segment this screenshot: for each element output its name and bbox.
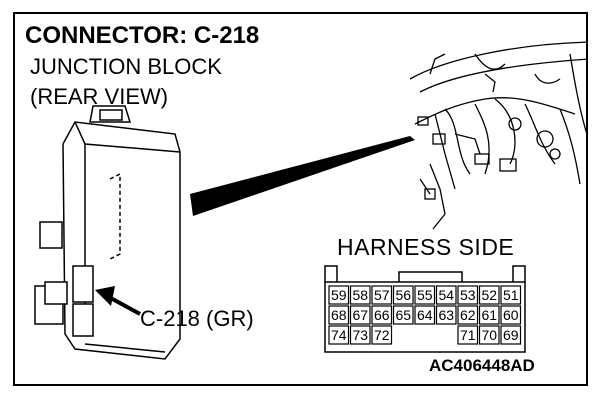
pin-number: 71 <box>460 327 476 343</box>
junction-block-label: JUNCTION BLOCK <box>30 54 222 79</box>
harness-side-label: HARNESS SIDE <box>337 234 515 260</box>
pin-cell <box>328 325 350 345</box>
pin-number: 69 <box>503 327 519 343</box>
pin-cell <box>371 305 393 325</box>
pin-cell <box>435 305 457 325</box>
pin-number: 51 <box>503 287 519 303</box>
pin-cell <box>457 305 479 325</box>
pin-number: 68 <box>331 307 347 323</box>
pin-number: 54 <box>438 287 454 303</box>
pin-cell <box>414 285 436 305</box>
junction-block-illustration <box>34 105 181 360</box>
pin-cell <box>371 285 393 305</box>
pin-cell <box>328 285 350 305</box>
pin-number: 72 <box>374 327 390 343</box>
pin-number: 74 <box>331 327 347 343</box>
view-label: (REAR VIEW) <box>30 84 169 109</box>
pin-cell <box>392 285 414 305</box>
pin-cell <box>349 285 371 305</box>
pin-number: 52 <box>481 287 497 303</box>
pin-number: 67 <box>352 307 368 323</box>
pin-number: 57 <box>374 287 390 303</box>
pin-number: 73 <box>352 327 368 343</box>
pin-cell <box>478 325 500 345</box>
pin-cell <box>328 305 350 325</box>
pin-number: 56 <box>395 287 411 303</box>
pin-cell <box>349 305 371 325</box>
pin-cell <box>500 285 522 305</box>
pin-cell <box>457 285 479 305</box>
pin-cell <box>414 305 436 325</box>
pin-number: 66 <box>374 307 390 323</box>
pin-number: 70 <box>481 327 497 343</box>
connector-title: CONNECTOR: C-218 <box>25 22 260 49</box>
callout-arrow <box>95 286 141 316</box>
pin-number: 53 <box>460 287 476 303</box>
pin-cell <box>392 305 414 325</box>
pin-cell <box>478 285 500 305</box>
pin-cell <box>500 325 522 345</box>
diagram-frame: 59 58 57 56 55 54 53 52 51 68 67 66 65 64 63 62 61 60 74 73… <box>13 12 588 386</box>
pin-cell <box>435 285 457 305</box>
pin-number: 60 <box>503 307 519 323</box>
diagram-artwork: 59 58 57 56 55 54 53 52 51 68 67 66 65 64 63 62 61 60 74 73… <box>34 41 586 360</box>
harness-connector-outline <box>324 265 526 353</box>
pin-number: 58 <box>352 287 368 303</box>
vehicle-location-sketch <box>409 41 586 230</box>
pin-cell <box>349 325 371 345</box>
pin-number: 59 <box>331 287 347 303</box>
harness-pin-grid: 59 58 57 56 55 54 53 52 51 68 67 66 65 64 63 62 61 60 74 73… <box>328 285 522 345</box>
callout-label: C-218 (GR) <box>140 306 254 331</box>
location-pointer <box>190 136 415 216</box>
pin-cell <box>371 325 393 345</box>
figure-id: AC406448AD <box>429 356 535 375</box>
pin-number: 62 <box>460 307 476 323</box>
pin-number: 65 <box>395 307 411 323</box>
pin-number: 63 <box>438 307 454 323</box>
pin-number: 64 <box>417 307 433 323</box>
pin-number: 55 <box>417 287 433 303</box>
pin-cell <box>478 305 500 325</box>
pin-cell <box>457 325 479 345</box>
pin-number: 61 <box>481 307 497 323</box>
pin-cell <box>500 305 522 325</box>
